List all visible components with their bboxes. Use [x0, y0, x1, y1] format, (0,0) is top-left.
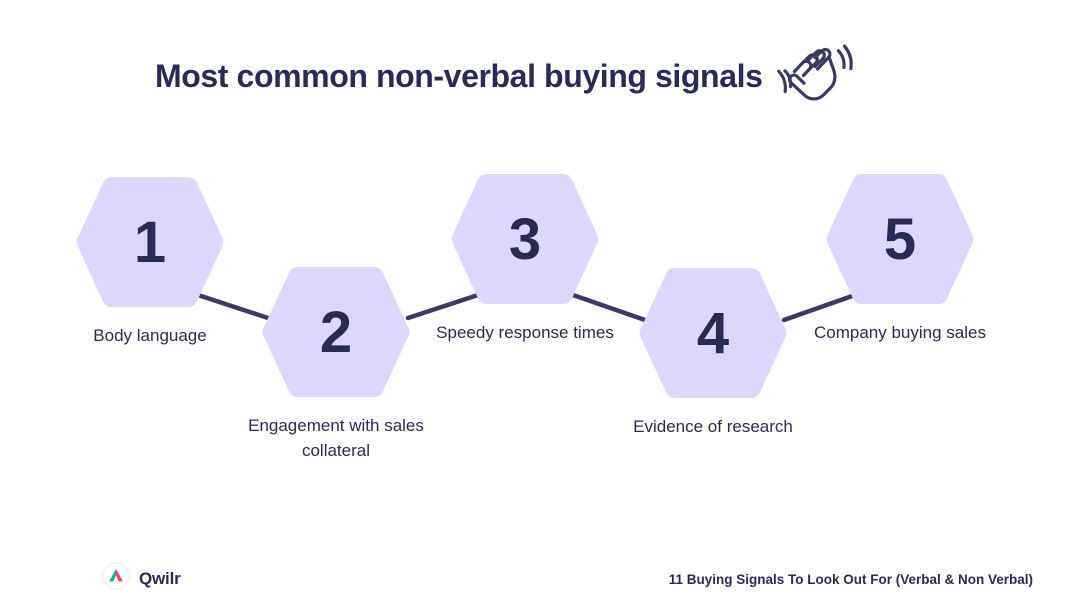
hexagon-1: 1 — [74, 175, 226, 311]
step-number: 5 — [883, 207, 917, 272]
step-item-1[interactable]: 1 Body language — [0, 175, 300, 349]
hexagon-4: 4 — [637, 266, 789, 402]
step-number: 1 — [133, 210, 167, 275]
page-title: Most common non-verbal buying signals — [155, 57, 763, 94]
step-label: Speedy response times — [436, 323, 614, 342]
qwilr-mark-icon — [102, 562, 130, 595]
step-item-3[interactable]: 3 Speedy response times — [375, 172, 675, 346]
brand-logo[interactable]: Qwilr — [102, 562, 181, 595]
step-number: 2 — [319, 300, 353, 365]
hexagon-5: 5 — [824, 172, 976, 308]
step-label: Body language — [93, 326, 207, 345]
step-label: Engagement with sales collateral — [248, 416, 424, 460]
title-row: Most common non-verbal buying signals — [155, 44, 854, 108]
hexagon-2: 2 — [260, 265, 412, 401]
step-item-5[interactable]: 5 Company buying sales — [750, 172, 1050, 346]
hexagon-shape — [826, 173, 974, 305]
step-number: 4 — [696, 301, 730, 366]
step-item-2[interactable]: 2 Engagement with sales collateral — [186, 265, 486, 463]
step-label: Evidence of research — [633, 417, 793, 436]
hexagon-3: 3 — [449, 172, 601, 308]
brand-name: Qwilr — [139, 568, 181, 588]
step-label: Company buying sales — [814, 323, 986, 342]
waving-hand-icon — [776, 44, 854, 108]
hexagon-shape — [262, 266, 410, 398]
footer-caption: 11 Buying Signals To Look Out For (Verba… — [668, 572, 1033, 587]
step-number: 3 — [508, 207, 542, 272]
hexagon-shape — [639, 267, 787, 399]
hexagon-shape — [76, 176, 224, 308]
step-item-4[interactable]: 4 Evidence of research — [563, 266, 863, 440]
hexagon-shape — [451, 173, 599, 305]
